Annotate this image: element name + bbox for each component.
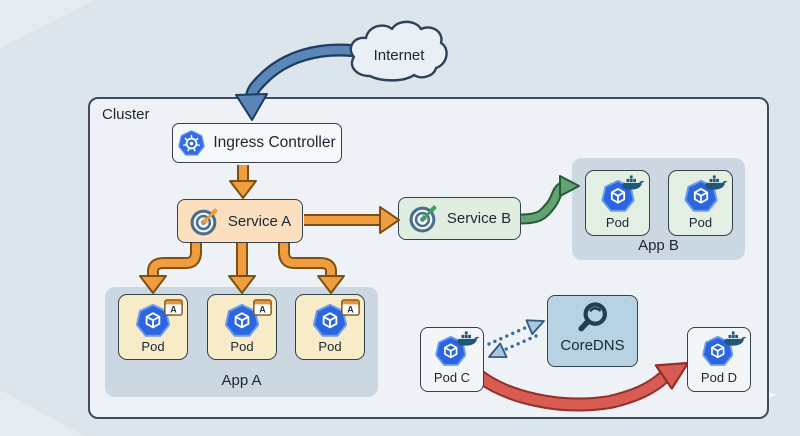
corner-highlight-top-left [0, 0, 95, 48]
coredns-node: CoreDNS [547, 295, 638, 367]
app-a-window-icon: A [341, 299, 360, 316]
docker-whale-icon [705, 175, 728, 190]
app-a-pod-1: A Pod [118, 294, 188, 360]
pod-label: Pod [605, 215, 630, 230]
ingress-controller-label: Ingress Controller [213, 134, 336, 151]
pod-label: Pod [688, 215, 713, 230]
service-a-node: Service A [177, 199, 303, 243]
internet-label: Internet [373, 47, 425, 64]
app-a-pod-2: A Pod [207, 294, 277, 360]
pod-d-node: Pod D [687, 327, 751, 392]
pod-icon [313, 304, 347, 337]
app-a-pod-3: A Pod [295, 294, 365, 360]
cluster-label: Cluster [102, 106, 150, 123]
pod-label: Pod [230, 339, 254, 354]
pod-d-label: Pod D [700, 370, 738, 385]
window-letter: A [170, 304, 177, 314]
service-b-label: Service B [446, 210, 512, 227]
app-b-label: App B [638, 237, 679, 254]
pod-label: Pod [141, 339, 165, 354]
app-b-group: Pod Pod App B [572, 158, 745, 260]
app-a-label: App A [221, 372, 262, 389]
cloud-icon [349, 20, 448, 82]
docker-whale-icon [724, 331, 747, 346]
ingress-controller-node: Ingress Controller [172, 123, 342, 163]
app-a-group: A Pod A Pod [105, 287, 378, 397]
coredns-label: CoreDNS [560, 337, 625, 354]
window-letter: A [259, 304, 266, 314]
pod-c-node: Pod C [420, 327, 484, 392]
service-a-label: Service A [227, 212, 292, 230]
service-b-node: Service B [398, 197, 521, 240]
docker-whale-icon [622, 175, 645, 190]
pod-label: Pod [318, 339, 342, 354]
window-letter: A [347, 304, 354, 314]
app-b-pod-1: Pod [585, 170, 650, 236]
app-a-window-icon: A [253, 299, 272, 316]
internet-cloud: Internet [340, 16, 458, 90]
corner-highlight-bottom-left [0, 390, 85, 436]
app-a-window-icon: A [164, 299, 183, 316]
app-b-pod-2: Pod [668, 170, 733, 236]
docker-whale-icon [457, 331, 480, 346]
magnifying-glass-icon [577, 302, 607, 332]
pod-c-label: Pod C [433, 370, 471, 385]
service-endpoint-icon [190, 207, 218, 235]
service-endpoint-icon [409, 205, 437, 233]
kubernetes-icon [178, 129, 206, 156]
